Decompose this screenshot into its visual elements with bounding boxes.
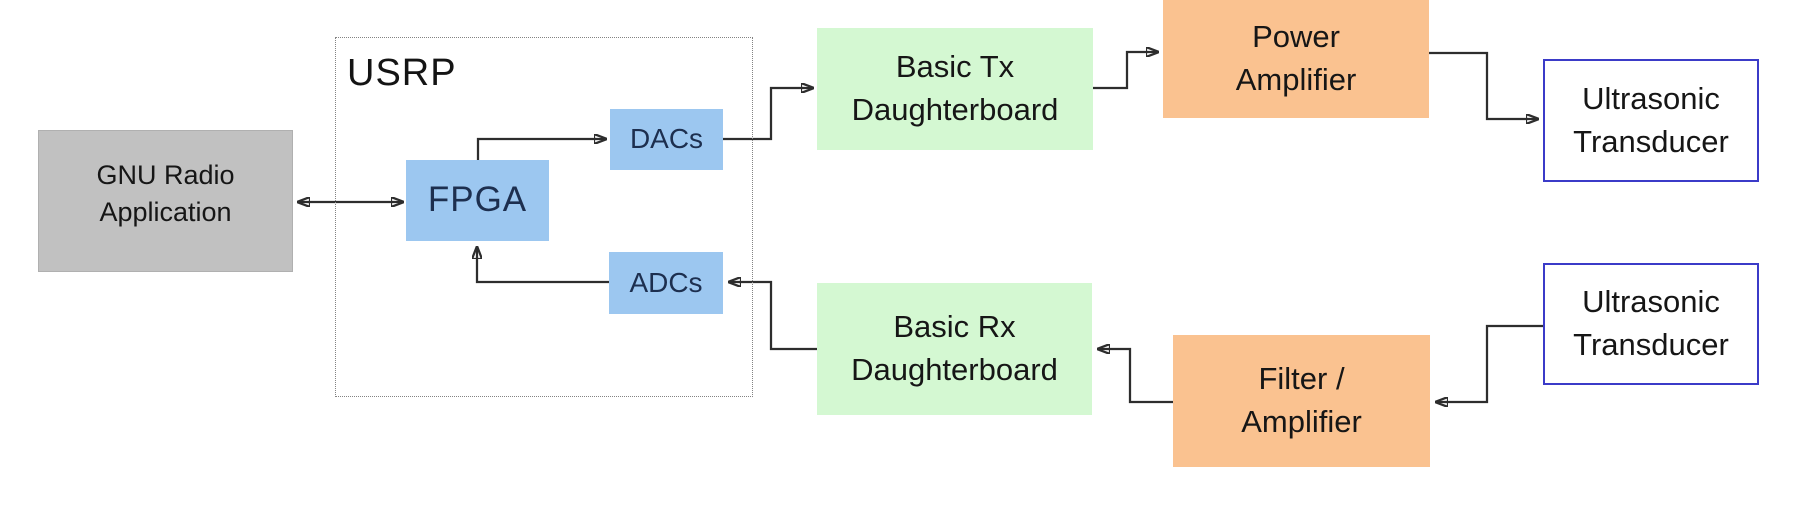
node-ultrasonic-transducer-rx: Ultrasonic Transducer xyxy=(1543,263,1759,385)
connector-filter-amplifier-to-basic-rx xyxy=(1098,349,1173,404)
node-filter-amplifier: Filter / Amplifier xyxy=(1173,335,1430,467)
node-dacs: DACs xyxy=(610,109,723,170)
node-basic-rx-daughterboard: Basic Rx Daughterboard xyxy=(817,283,1092,415)
connector-basic-rx-to-adcs xyxy=(729,282,817,351)
connector-adcs-to-fpga xyxy=(477,247,609,284)
node-power-amplifier: Power Amplifier xyxy=(1163,0,1429,118)
node-gnu-radio-application: GNU Radio Application xyxy=(38,130,293,272)
usrp-group-box xyxy=(335,37,753,397)
connector-basic-tx-to-power-amplifier xyxy=(1093,52,1158,90)
node-basic-tx-daughterboard: Basic Tx Daughterboard xyxy=(817,28,1093,150)
connector-fpga-to-dacs xyxy=(476,139,606,160)
node-ultrasonic-transducer-tx: Ultrasonic Transducer xyxy=(1543,59,1759,182)
node-adcs: ADCs xyxy=(609,252,723,314)
connector-power-amplifier-to-transducer xyxy=(1429,51,1538,119)
usrp-group-label: USRP xyxy=(347,52,457,94)
connector-dacs-to-basic-tx xyxy=(723,88,813,141)
node-fpga: FPGA xyxy=(406,160,549,241)
connector-transducer-to-filter-amplifier xyxy=(1436,324,1543,402)
